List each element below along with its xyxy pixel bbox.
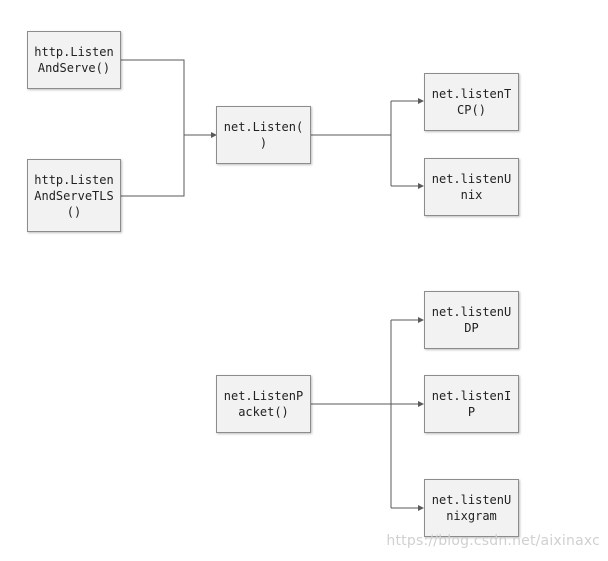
node-net-listen: net.Listen( ): [216, 106, 311, 164]
arrow-to-net-listen-unixgram: [418, 505, 424, 511]
watermark-text: https://blog.csdn.net/aixinaxc: [386, 533, 600, 549]
edge-http-listen-and-serve-tls-to-bus: [121, 135, 185, 197]
arrow-to-net-listen-unix: [418, 183, 424, 189]
node-net-listen-unix: net.listenU nix: [424, 158, 519, 216]
arrow-to-net-listen: [211, 132, 217, 138]
node-net-listen-packet: net.ListenP acket(): [216, 375, 311, 433]
arrow-to-net-listen-ip: [418, 401, 424, 407]
node-net-listen-ip: net.listenI P: [424, 375, 519, 433]
node-http-listen-and-serve: http.Listen AndServe(): [27, 31, 121, 89]
node-net-listen-tcp: net.listenT CP(): [424, 73, 519, 131]
arrow-to-net-listen-udp: [418, 317, 424, 323]
node-http-listen-and-serve-tls: http.Listen AndServeTLS (): [27, 159, 121, 232]
node-net-listen-udp: net.listenU DP: [424, 291, 519, 349]
arrow-to-net-listen-tcp: [418, 98, 424, 104]
edge-http-listen-and-serve-to-bus: [121, 59, 185, 135]
node-net-listen-unixgram: net.listenU nixgram: [424, 479, 519, 537]
